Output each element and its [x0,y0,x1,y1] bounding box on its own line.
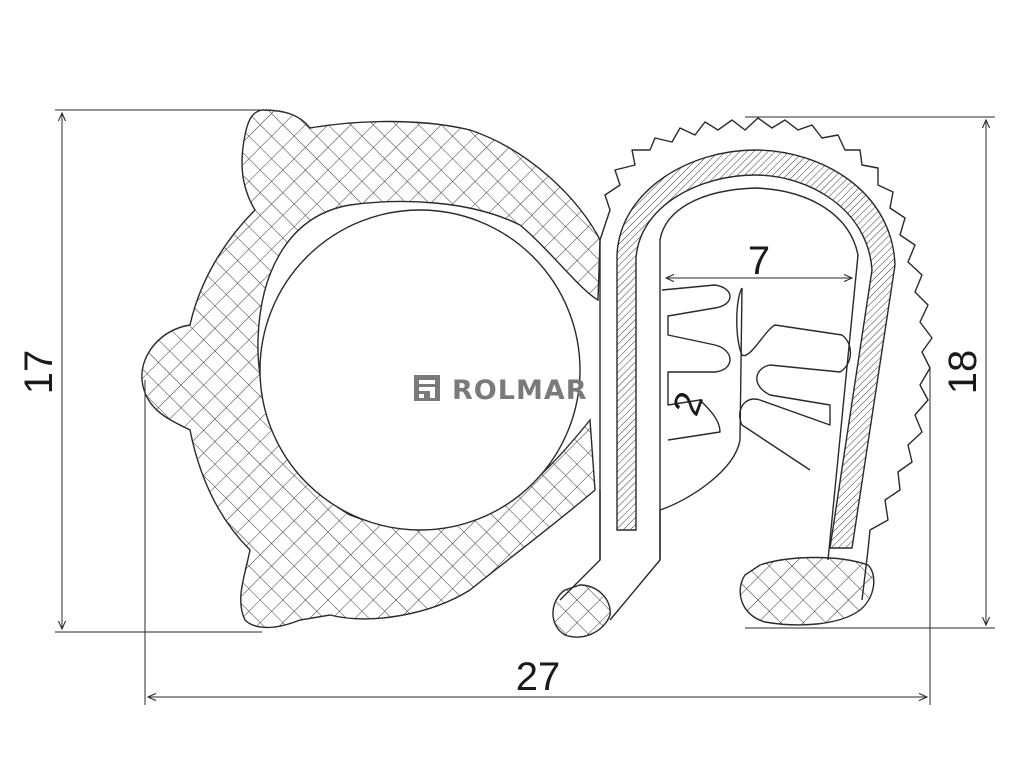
bulb-inner-hole [259,209,581,531]
channel-inner [659,187,859,561]
metal-insert [616,149,896,549]
right-fins [736,287,852,471]
dimension-lines [55,109,995,705]
dim-label-height-right: 18 [941,350,985,395]
rolmar-logo-icon [414,375,440,401]
bulb-seal [141,109,601,629]
brand-name: ROLMAR [452,375,588,406]
fin-stem [659,287,743,511]
clip-channel [552,117,933,638]
brand-logo: ROLMAR [414,375,588,406]
left-leg-bulb [552,584,611,638]
right-lip [739,556,875,626]
left-fins [661,284,731,441]
clip-outer-serrated [599,117,933,601]
dim-label-flange: 2 [665,387,712,421]
dim-label-gap: 7 [748,239,770,283]
dim-label-height-left: 17 [17,350,61,395]
dim-label-width: 27 [516,655,561,699]
bulb-outer-outline [141,109,601,629]
